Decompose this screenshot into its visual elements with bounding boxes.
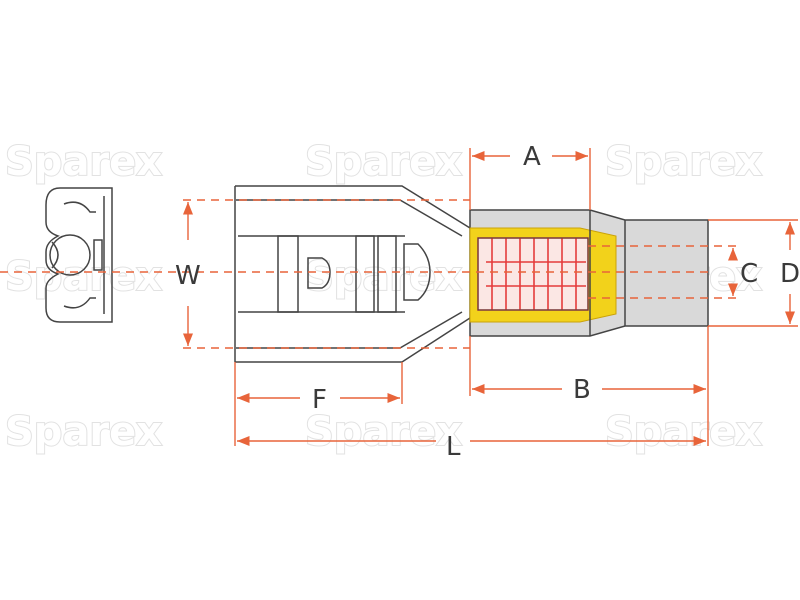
watermark-7: Sparex xyxy=(5,409,162,455)
watermark-2: Sparex xyxy=(305,139,462,185)
label-c: C xyxy=(740,259,758,289)
dimension-b: B xyxy=(469,326,709,446)
watermark-5: Sparex xyxy=(305,254,462,300)
dimension-f: F xyxy=(234,362,403,446)
connector-side-view xyxy=(234,185,709,363)
watermarks: Sparex Sparex Sparex Sparex Sparex Spare… xyxy=(4,138,763,456)
watermark-4: Sparex xyxy=(5,254,162,300)
label-w: W xyxy=(175,261,201,291)
dimension-l: L xyxy=(237,432,706,462)
label-b: B xyxy=(573,375,591,405)
dimension-c: C xyxy=(588,245,758,299)
dimension-w: W xyxy=(175,199,470,349)
connector-end-view xyxy=(45,187,113,323)
watermark-1: Sparex xyxy=(5,139,162,185)
watermark-3: Sparex xyxy=(605,139,762,185)
watermark-8: Sparex xyxy=(305,409,462,455)
label-l: L xyxy=(446,432,461,462)
label-d: D xyxy=(780,259,800,289)
watermark-9: Sparex xyxy=(605,409,762,455)
dimension-a: A xyxy=(469,142,591,210)
label-a: A xyxy=(523,142,541,172)
barrel-red xyxy=(477,237,589,311)
dimension-d: D xyxy=(708,219,800,327)
label-f: F xyxy=(312,385,327,415)
